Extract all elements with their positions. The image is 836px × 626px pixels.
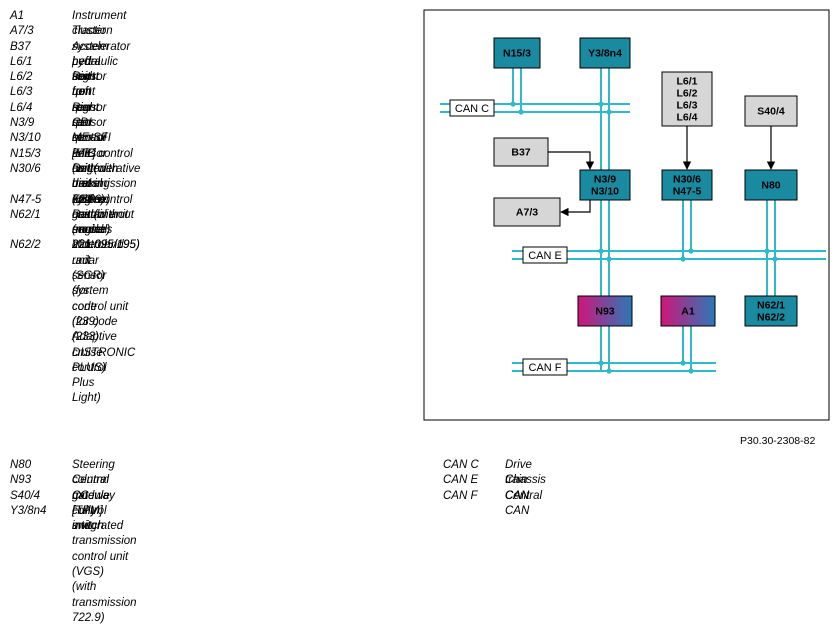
component-label: N3/9 [594,174,616,186]
legend-top-code: N3/9 [10,117,35,130]
legend-top-code: N47-5 [10,193,42,206]
legend-top-code: A1 [10,10,25,22]
component-label: N62/1 [757,300,785,312]
legend-bottom-right-description: Chassis CAN [505,474,546,502]
legend-top-description: Video and radar sensor system control un… [72,239,136,374]
component-box-n15-3: N15/3 [493,37,541,69]
legend-top-code: L6/3 [10,86,33,99]
legend-top-code: L6/2 [10,71,33,84]
component-label: L6/3 [676,100,697,112]
bus-label-can-f: CAN F [522,358,568,376]
component-label: N93 [595,306,614,318]
legend-top-description: ETC control unit (with transmission 722.… [72,147,137,206]
bus-label-can-e: CAN E [522,246,568,264]
component-label: N62/2 [757,312,785,324]
component-label: A7/3 [516,207,538,219]
legend-top-description: ME-SFI [ME] control unit (with gasoline … [72,132,115,237]
component-label: L6/1 [676,76,697,88]
bus-label-can-e-text: CAN E [528,250,562,262]
legend-top-description: Accelerator pedal sensor [72,40,131,84]
component-label: Y3/8n4 [588,48,622,60]
component-box-b37: B37 [493,137,549,167]
legend-top-description: Left rear rpm sensor [72,86,107,145]
legend-top-description: Left front rpm sensor [72,55,107,114]
bus-label-can-c-text: CAN C [455,103,489,115]
legend-top-description: Regenerative braking system control unit… [72,162,141,252]
legend-bottom-right-description: Central CAN [505,489,543,517]
component-box-n93: N93 [577,295,633,327]
legend-bottom-left-description: CC [TPM] switch [72,489,104,533]
legend-top-description: Right rear rpm sensor [72,101,107,160]
legend-bottom-right-code: CAN C [443,459,479,471]
component-box-y3-8n4: Y3/8n4 [579,37,631,69]
legend-top-description: Instrument cluster [72,10,127,38]
component-box-a7-3: A7/3 [493,197,561,227]
component-box-l6: L6/1L6/2L6/3L6/4 [661,71,713,127]
legend-top-code: N15/3 [10,147,41,160]
component-label: S40/4 [757,106,785,118]
bus-label-can-c: CAN C [449,99,495,117]
component-label: B37 [511,147,530,159]
legend-bottom-right-code: CAN E [443,474,479,487]
legend-top-code: N3/10 [10,132,41,145]
component-label: N30/6 [673,174,701,186]
legend-top-code: L6/1 [10,55,33,68]
bus-junctions [510,101,778,374]
legend-top-code: L6/4 [10,101,33,114]
legend-top-code: B37 [10,40,31,53]
legend-top-description: ESP control unit (without model 221.095/… [72,193,140,252]
component-label: N15/3 [503,48,531,60]
legend-bottom-right-code: CAN F [443,489,478,502]
legend-bottom-left-code: N93 [10,474,32,487]
legend-bottom-left-description: Central gateway control unit [72,474,115,533]
legend-top-description: CDI control unit (with diesel engine) [72,117,111,206]
component-label: N80 [761,180,780,192]
legend-top-description: Radar sensors control unit (SGR) (for co… [72,208,117,405]
legend-top-code: N62/2 [10,239,41,252]
component-label: N47-5 [673,186,702,198]
legend-top-description: Traction system hydraulic unit [72,25,119,84]
component-label: L6/2 [676,88,697,100]
legend-top-description: Right front rpm sensor [72,71,107,130]
legend-bottom-left-description: Steering column module [72,459,115,502]
legend-top-code: N62/1 [10,208,41,221]
legend-top-code: N30/6 [10,162,41,175]
legend-top-code: A7/3 [10,25,34,38]
legend-bottom-right-description: Drive train CAN [505,459,532,502]
component-box-n3: N3/9N3/10 [579,169,631,201]
bus-label-can-f-text: CAN F [529,362,562,374]
component-label: N3/10 [591,186,619,198]
component-box-n80: N80 [744,169,798,201]
diagram-frame [423,9,830,421]
legend-bottom-left-code: S40/4 [10,489,41,502]
legend-bottom-left-code: Y3/8n4 [10,504,47,517]
component-box-a1: A1 [660,295,716,327]
component-box-s40-4: S40/4 [744,95,798,127]
component-label: A1 [681,306,695,318]
component-label: L6/4 [676,112,697,124]
legend-bottom-left-code: N80 [10,459,32,471]
signal-arrows [548,126,776,217]
figure-reference: P30.30-2308-82 [740,435,816,447]
